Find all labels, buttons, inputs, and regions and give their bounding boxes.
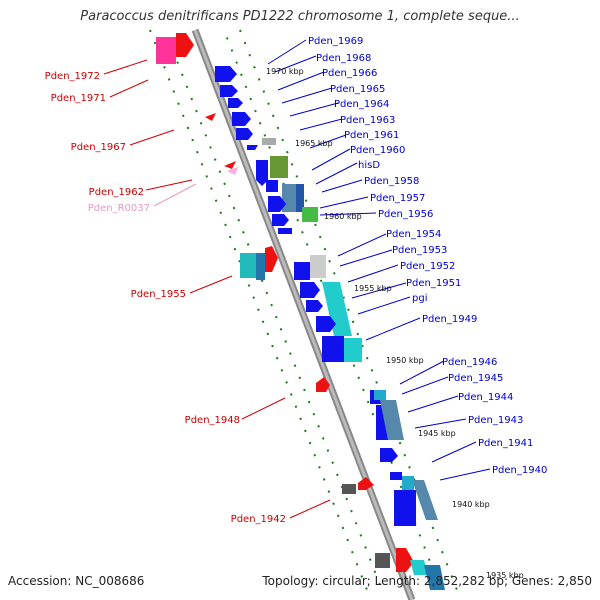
rna-connector xyxy=(153,183,197,207)
gene-label-1964[interactable]: Pden_1964 xyxy=(334,99,389,110)
gene-label-1946[interactable]: Pden_1946 xyxy=(442,357,497,368)
gene-box-1955b xyxy=(256,253,265,280)
forward-gene-labels: Pden_1969 Pden_1968 Pden_1966 Pden_1965 … xyxy=(308,36,547,476)
gene-box-1955a xyxy=(240,253,256,278)
gene-label-1963[interactable]: Pden_1963 xyxy=(340,115,395,126)
accession-label: Accession: NC_008686 xyxy=(8,574,145,588)
reverse-connectors xyxy=(103,59,331,519)
gene-label-1948[interactable]: Pden_1948 xyxy=(185,415,240,426)
tick-line-outer-right xyxy=(239,29,458,591)
reverse-gene-labels: Pden_1972 Pden_1971 Pden_1967 Pden_1962 … xyxy=(45,71,286,525)
gene-label-1943[interactable]: Pden_1943 xyxy=(468,415,523,426)
gene-label-1962[interactable]: Pden_1962 xyxy=(89,187,144,198)
kbp-marker-1945: 1945 kbp xyxy=(418,429,456,438)
gene-label-1951[interactable]: Pden_1951 xyxy=(406,278,461,289)
gene-label-1969[interactable]: Pden_1969 xyxy=(308,36,363,47)
gene-label-1971[interactable]: Pden_1971 xyxy=(51,93,106,104)
gene-label-1952[interactable]: Pden_1952 xyxy=(400,261,455,272)
gene-box-1972 xyxy=(156,37,176,64)
reverse-features xyxy=(156,33,414,572)
gene-label-1945[interactable]: Pden_1945 xyxy=(448,373,503,384)
gene-label-1958[interactable]: Pden_1958 xyxy=(364,176,419,187)
gene-box-1942b xyxy=(358,477,374,490)
gene-box-1942a xyxy=(342,484,356,494)
kbp-markers: 1970 kbp 1965 kbp 1960 kbp 1955 kbp 1950… xyxy=(266,67,524,580)
gene-box-bottom-red xyxy=(396,548,414,572)
kbp-marker-1955: 1955 kbp xyxy=(354,284,392,293)
gene-label-1957[interactable]: Pden_1957 xyxy=(370,193,425,204)
gene-label-1961[interactable]: Pden_1961 xyxy=(344,130,399,141)
gene-box-1972-red xyxy=(176,33,194,57)
gene-box-1967 xyxy=(205,113,216,121)
kbp-marker-1965: 1965 kbp xyxy=(295,139,333,148)
gene-box-1955c xyxy=(265,246,278,272)
map-title: Paracoccus denitrificans PD1222 chromoso… xyxy=(80,9,520,24)
gene-box-bottom xyxy=(375,553,390,568)
gene-label-1966[interactable]: Pden_1966 xyxy=(322,68,377,79)
tick-line-inner-left xyxy=(164,29,383,591)
gene-label-1972[interactable]: Pden_1972 xyxy=(45,71,100,82)
gene-label-1942[interactable]: Pden_1942 xyxy=(231,514,286,525)
kbp-marker-1935: 1935 kbp xyxy=(486,571,524,580)
gene-label-r0037[interactable]: Pden_R0037 xyxy=(88,203,150,214)
gene-label-pgi[interactable]: pgi xyxy=(412,293,427,304)
gene-label-1960[interactable]: Pden_1960 xyxy=(350,145,405,156)
gene-box-1962 xyxy=(224,161,236,169)
gene-label-1954[interactable]: Pden_1954 xyxy=(386,229,441,240)
gene-label-1944[interactable]: Pden_1944 xyxy=(458,392,513,403)
gene-label-1967[interactable]: Pden_1967 xyxy=(71,142,126,153)
gene-box-r0037 xyxy=(227,167,238,175)
kbp-marker-1940: 1940 kbp xyxy=(452,500,490,509)
gene-label-1940[interactable]: Pden_1940 xyxy=(492,465,547,476)
kbp-marker-1970: 1970 kbp xyxy=(266,67,304,76)
forward-connectors xyxy=(267,39,491,481)
tick-line-outer-left xyxy=(149,29,368,591)
gene-label-1965[interactable]: Pden_1965 xyxy=(330,84,385,95)
gene-label-1956[interactable]: Pden_1956 xyxy=(378,209,433,220)
gene-box-1948 xyxy=(316,377,330,392)
gene-label-1968[interactable]: Pden_1968 xyxy=(316,53,371,64)
gene-label-1941[interactable]: Pden_1941 xyxy=(478,438,533,449)
kbp-marker-1950: 1950 kbp xyxy=(386,356,424,365)
tick-line-inner-right xyxy=(223,29,442,591)
gene-label-1955[interactable]: Pden_1955 xyxy=(131,289,186,300)
gene-label-1949[interactable]: Pden_1949 xyxy=(422,314,477,325)
topology-label: Topology: circular; Length: 2,852,282 bp… xyxy=(262,574,592,588)
forward-features xyxy=(215,66,445,590)
gene-label-hisd[interactable]: hisD xyxy=(358,160,380,171)
kbp-marker-1960: 1960 kbp xyxy=(324,212,362,221)
gene-label-1953[interactable]: Pden_1953 xyxy=(392,245,447,256)
